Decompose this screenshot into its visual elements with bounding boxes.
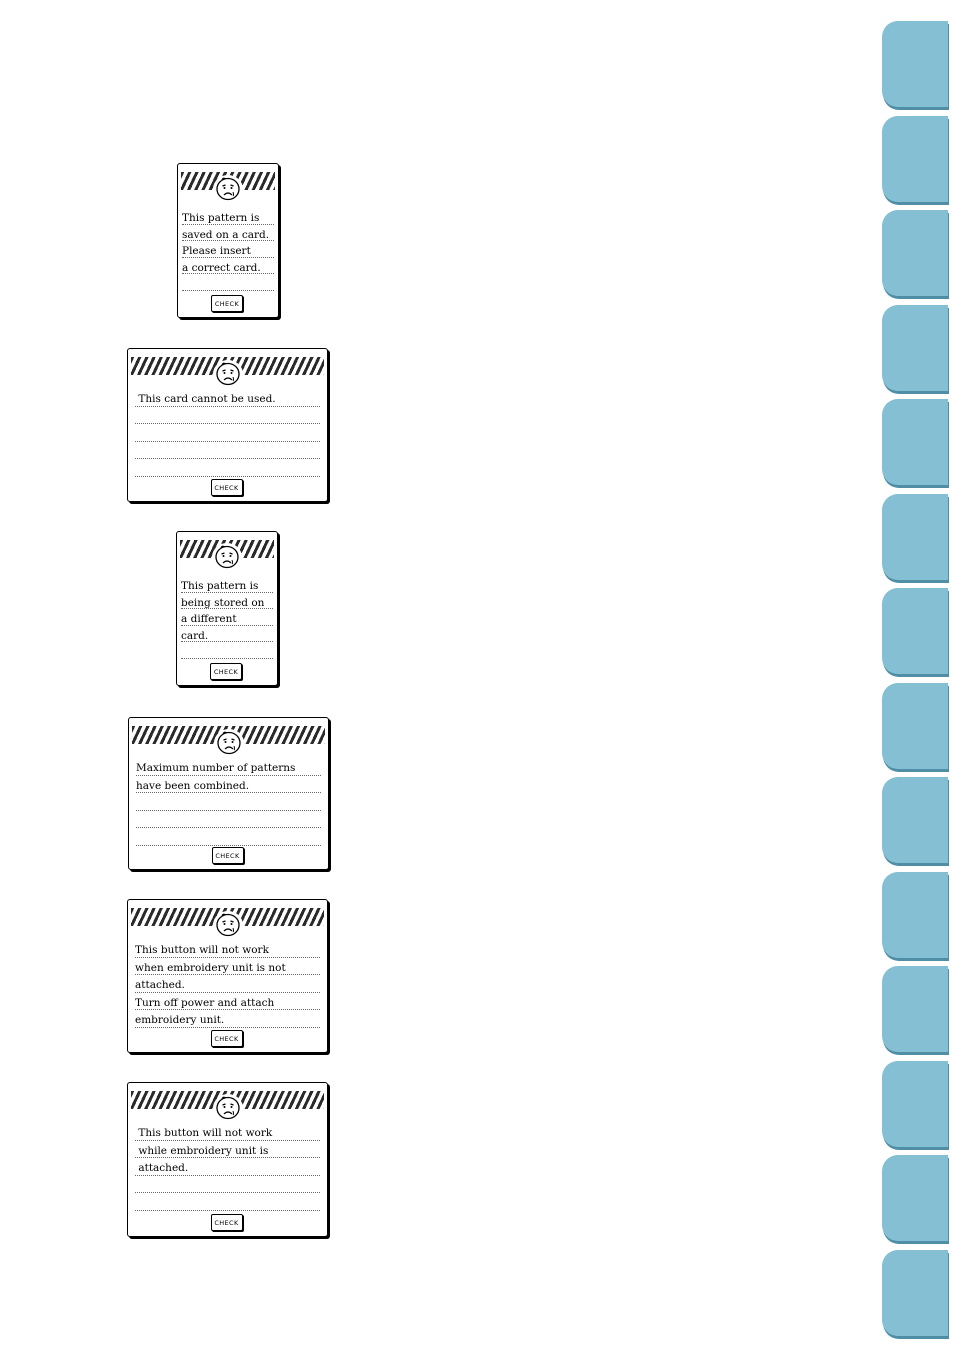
message-dialog-card-cannot-be-used: This card cannot be used. CHECK <box>127 348 328 502</box>
index-tab-2[interactable] <box>882 116 948 202</box>
check-button[interactable]: CHECK <box>210 479 243 496</box>
message-line: while embroidery unit is <box>135 1141 320 1158</box>
dialog-header-stripes <box>181 172 275 203</box>
index-tab-13[interactable] <box>882 1155 948 1241</box>
message-line: This button will not work <box>135 1123 320 1141</box>
worried-face-icon <box>212 911 243 939</box>
index-tab-14[interactable] <box>882 1250 948 1336</box>
dialog-header-stripes <box>131 908 324 939</box>
index-tab-5[interactable] <box>882 399 948 485</box>
message-line: Please insert <box>182 241 274 258</box>
dialog-header-stripes <box>131 1091 324 1122</box>
message-line: This pattern is <box>182 208 274 225</box>
message-line <box>182 274 274 291</box>
dialog-message: Maximum number of patterns have been com… <box>136 758 321 846</box>
index-tab-10[interactable] <box>882 872 948 958</box>
message-dialog-embroidery-unit-attached: This button will not work while embroide… <box>127 1082 328 1237</box>
index-tab-3[interactable] <box>882 210 948 296</box>
dialog-message: This button will not work when embroider… <box>135 940 320 1028</box>
message-line: saved on a card. <box>182 225 274 241</box>
message-line <box>135 407 320 424</box>
check-button[interactable]: CHECK <box>210 1030 243 1047</box>
dialog-message: This button will not work while embroide… <box>135 1123 320 1211</box>
index-tab-6[interactable] <box>882 494 948 580</box>
message-line: card. <box>181 626 273 642</box>
message-line <box>181 642 273 659</box>
message-line <box>136 811 321 828</box>
message-dialog-maximum-patterns-combined: Maximum number of patterns have been com… <box>128 717 329 870</box>
message-dialog-pattern-saved-on-card: This pattern is saved on a card. Please … <box>177 163 279 318</box>
message-dialog-embroidery-unit-not-attached: This button will not work when embroider… <box>127 899 328 1053</box>
check-button[interactable]: CHECK <box>210 663 242 680</box>
index-tab-4[interactable] <box>882 305 948 391</box>
message-line: a different <box>181 609 273 626</box>
worried-face-icon <box>212 1094 243 1122</box>
dialog-header-stripes <box>131 357 324 388</box>
index-tab-7[interactable] <box>882 588 948 674</box>
index-tab-9[interactable] <box>882 777 948 863</box>
worried-face-icon <box>212 543 242 571</box>
worried-face-icon <box>213 175 243 203</box>
message-line: have been combined. <box>136 776 321 793</box>
check-button[interactable]: CHECK <box>211 847 244 864</box>
index-tab-11[interactable] <box>882 966 948 1052</box>
message-line <box>136 828 321 846</box>
message-line <box>135 442 320 459</box>
message-line <box>135 1193 320 1211</box>
message-line: This pattern is <box>181 576 273 593</box>
message-line <box>135 459 320 477</box>
message-line: attached. <box>135 975 320 993</box>
check-button[interactable]: CHECK <box>211 295 243 312</box>
message-line: a correct card. <box>182 258 274 274</box>
index-tab-8[interactable] <box>882 683 948 769</box>
dialog-message: This pattern is being stored on a differ… <box>181 576 273 659</box>
dialog-message: This card cannot be used. <box>135 389 320 477</box>
dialog-message: This pattern is saved on a card. Please … <box>182 208 274 291</box>
message-line <box>135 424 320 442</box>
check-button[interactable]: CHECK <box>210 1214 243 1231</box>
message-line: Maximum number of patterns <box>136 758 321 776</box>
message-line: attached. <box>135 1158 320 1176</box>
worried-face-icon <box>213 729 244 757</box>
message-line: embroidery unit. <box>135 1010 320 1028</box>
message-line <box>136 793 321 811</box>
message-line: Turn off power and attach <box>135 993 320 1010</box>
message-dialog-pattern-stored-on-different-card: This pattern is being stored on a differ… <box>176 531 278 686</box>
index-tab-12[interactable] <box>882 1061 948 1147</box>
dialog-header-stripes <box>132 726 325 757</box>
message-line: This card cannot be used. <box>135 389 320 407</box>
message-line <box>135 1176 320 1193</box>
message-line: This button will not work <box>135 940 320 958</box>
worried-face-icon <box>212 360 243 388</box>
message-line: being stored on <box>181 593 273 609</box>
message-line: when embroidery unit is not <box>135 958 320 975</box>
index-tab-1[interactable] <box>882 21 948 107</box>
dialog-header-stripes <box>180 540 274 571</box>
